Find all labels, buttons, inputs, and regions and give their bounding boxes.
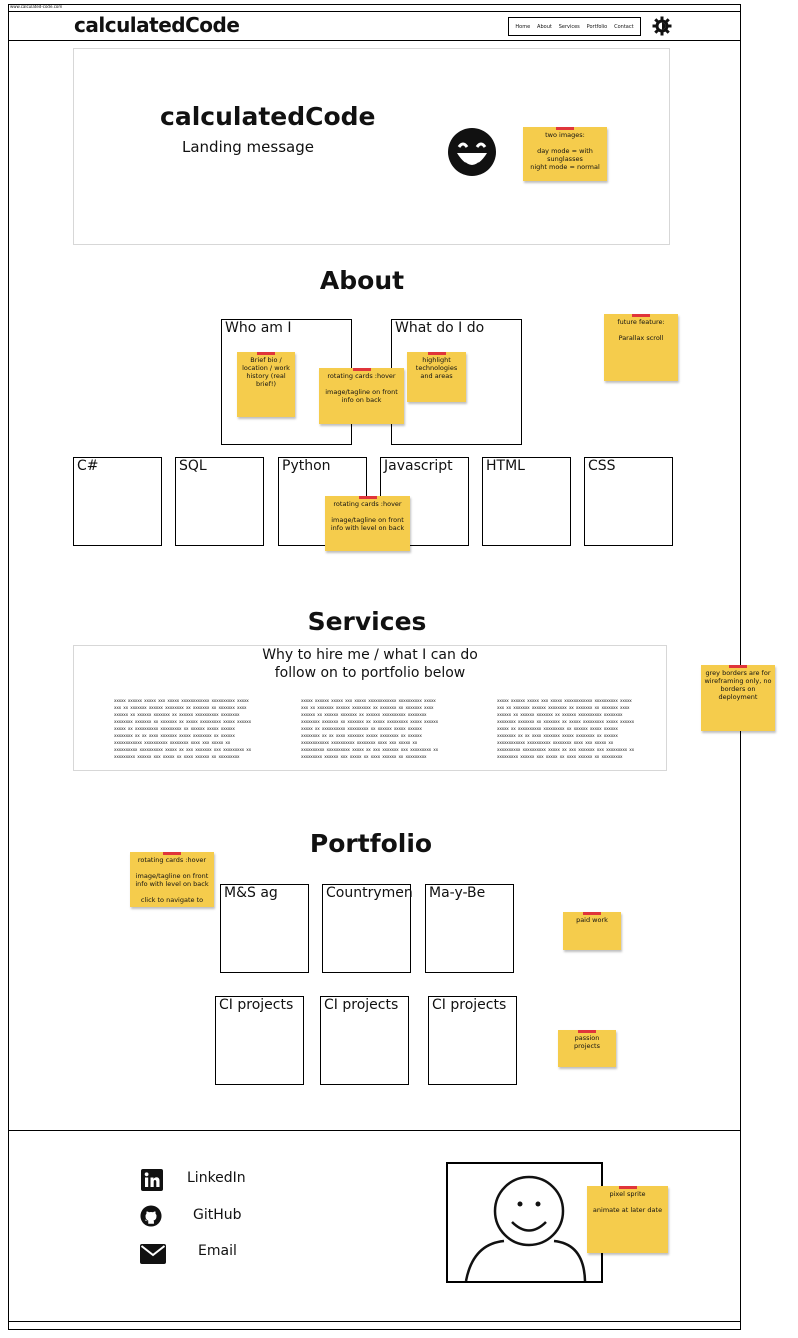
tape (583, 912, 601, 915)
sticky-note-portfolio-cards: rotating cards :hover image/tagline on f… (130, 852, 214, 907)
tape (618, 1186, 637, 1189)
gear-icon[interactable] (652, 16, 672, 36)
services-title: Services (307, 607, 427, 636)
tape (632, 314, 650, 317)
portfolio-card-countrymen[interactable]: Countrymen (322, 884, 413, 973)
footer-bottom-divider (8, 1321, 741, 1322)
sticky-note-paid-work: paid work (563, 912, 621, 950)
nav-bar: Home About Services Portfolio Contact (508, 17, 641, 36)
tape (358, 496, 377, 499)
nav-about[interactable]: About (537, 23, 552, 30)
skill-label: Javascript (384, 458, 453, 474)
hero-message: Landing message (182, 138, 314, 156)
skill-card-html[interactable]: HTML (482, 457, 571, 546)
skill-card-csharp[interactable]: C# (73, 457, 162, 546)
portfolio-label: Countrymen (326, 885, 413, 901)
linkedin-link[interactable]: LinkedIn (187, 1170, 246, 1186)
footer-divider (8, 1130, 741, 1131)
nav-portfolio[interactable]: Portfolio (586, 23, 608, 30)
portfolio-card-ms-ag[interactable]: M&S ag (220, 884, 309, 973)
services-box (73, 645, 667, 771)
tape (556, 127, 574, 130)
tape (427, 352, 446, 355)
github-icon[interactable] (140, 1205, 162, 1227)
github-link[interactable]: GitHub (193, 1207, 242, 1223)
services-column-text: xxxxx xxxxxx xxxxx xxx xxxxx xxxxxxxxxxx… (497, 698, 634, 759)
sticky-note-future-feature: future feature: Parallax scroll (604, 314, 678, 381)
envelope-icon[interactable] (140, 1244, 166, 1264)
portfolio-label: CI projects (432, 997, 507, 1013)
hero-title: calculatedCode (160, 102, 376, 131)
email-link[interactable]: Email (198, 1243, 237, 1259)
services-column-text: xxxxx xxxxxx xxxxx xxx xxxxx xxxxxxxxxxx… (301, 698, 438, 759)
hero-section (73, 48, 670, 245)
sticky-note-highlight: highlight technologies and areas (407, 352, 466, 402)
tape (257, 352, 275, 355)
card-label: Who am I (225, 320, 292, 336)
address-url: www.calculated-code.com (10, 4, 63, 9)
tape (729, 665, 747, 668)
brand-logo[interactable]: calculatedCode (74, 13, 240, 37)
tape (352, 368, 371, 371)
services-column-text: xxxxx xxxxxx xxxxx xxx xxxxx xxxxxxxxxxx… (114, 698, 251, 759)
sticky-note-bio: Brief bio / location / work history (rea… (237, 352, 295, 417)
about-title: About (319, 266, 405, 295)
address-bar[interactable] (8, 4, 741, 12)
sticky-note-pixel-sprite: pixel sprite animate at later date (587, 1186, 668, 1253)
skill-label: C# (77, 458, 99, 474)
sticky-note-grey-borders: grey borders are for wireframing only, n… (701, 665, 775, 731)
smiley-person-icon (464, 1175, 587, 1281)
nav-contact[interactable]: Contact (614, 23, 634, 30)
laughing-face-icon (448, 128, 496, 176)
linkedin-icon[interactable] (141, 1169, 163, 1191)
nav-home[interactable]: Home (515, 23, 531, 30)
portfolio-title: Portfolio (309, 829, 433, 858)
sticky-note-two-images: two images: day mode = with sunglasses n… (523, 127, 607, 181)
sticky-note-passion-projects: passion projects (558, 1030, 616, 1067)
services-subtitle: Why to hire me / what I can do follow on… (262, 647, 478, 681)
skill-label: SQL (179, 458, 207, 474)
skill-card-sql[interactable]: SQL (175, 457, 264, 546)
portfolio-label: CI projects (324, 997, 399, 1013)
portfolio-card-ma-y-be[interactable]: Ma-y-Be (425, 884, 514, 973)
portfolio-card-ci-projects[interactable]: CI projects (320, 996, 409, 1085)
sticky-note-rotating-cards: rotating cards :hover image/tagline on f… (319, 368, 404, 424)
skill-card-css[interactable]: CSS (584, 457, 673, 546)
site-header (8, 12, 741, 41)
tape (578, 1030, 596, 1033)
portfolio-card-ci-projects[interactable]: CI projects (428, 996, 517, 1085)
tape (163, 852, 181, 855)
skill-label: Python (282, 458, 331, 474)
skill-label: HTML (486, 458, 525, 474)
portfolio-card-ci-projects[interactable]: CI projects (215, 996, 304, 1085)
portfolio-label: CI projects (219, 997, 294, 1013)
portfolio-label: M&S ag (224, 885, 278, 901)
nav-services[interactable]: Services (558, 23, 580, 30)
skill-label: CSS (588, 458, 616, 474)
card-label: What do I do (395, 320, 485, 336)
portfolio-label: Ma-y-Be (429, 885, 486, 901)
sticky-note-skills: rotating cards :hover image/tagline on f… (325, 496, 410, 551)
